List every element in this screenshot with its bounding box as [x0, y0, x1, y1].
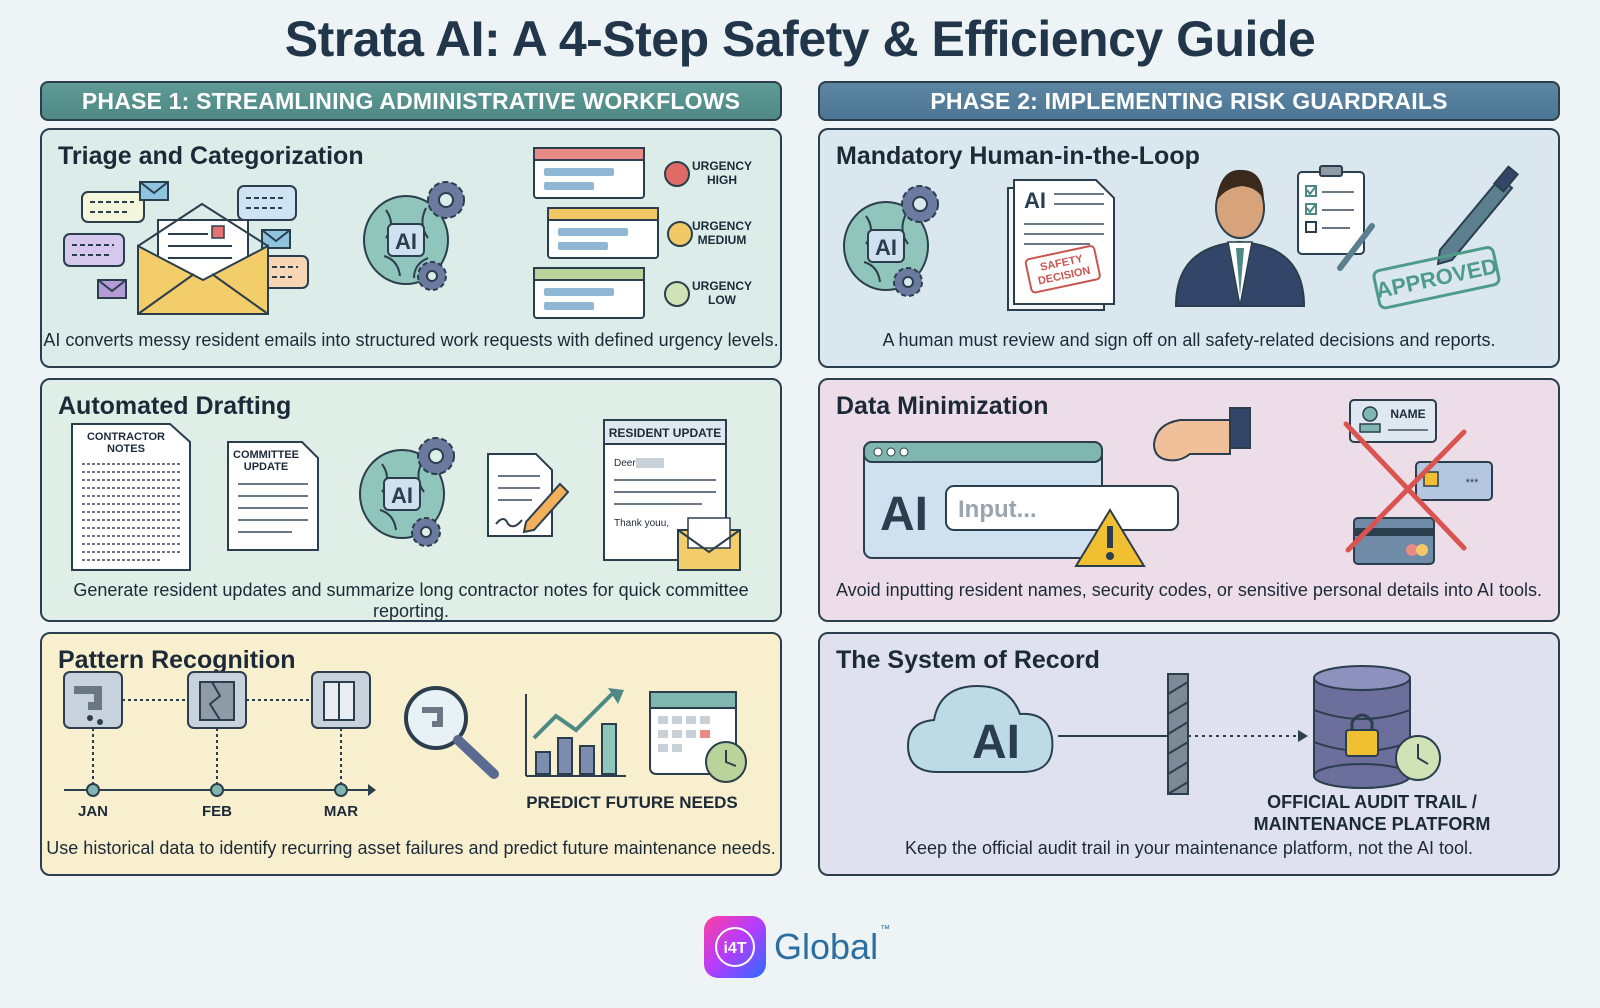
minimization-panel: Data Minimization AI Input... NAME	[818, 378, 1560, 622]
phase-2-header: PHASE 2: IMPLEMENTING RISK GUARDRAILS	[818, 81, 1560, 121]
urgency-high-card: URGENCY HIGH	[533, 147, 752, 199]
urgency-medium-card: URGENCY MEDIUM	[547, 207, 752, 259]
urgency-high-label-1: URGENCY	[692, 159, 752, 173]
ai-brain-icon: AI	[359, 437, 455, 547]
platform-label-2: MAINTENANCE PLATFORM	[1254, 814, 1491, 834]
human-loop-illustration: AI AI SAFETY DECISION	[843, 165, 1520, 311]
warning-icon	[1074, 508, 1146, 567]
drafting-caption: Generate resident updates and summarize …	[73, 580, 749, 621]
human-loop-panel: Mandatory Human-in-the-Loop AI AI SAFETY	[818, 128, 1560, 368]
triage-illustration: AI URGENCY HIGH URGENCY MEDIUM	[63, 147, 752, 319]
predict-future-needs-label: PREDICT FUTURE NEEDS	[526, 793, 738, 812]
approved-stamp: APPROVED	[1372, 246, 1501, 310]
urgency-high-label-2: HIGH	[707, 173, 737, 187]
logo-mark-text: i4T	[723, 940, 746, 957]
trend-chart-icon	[525, 688, 626, 777]
svg-text:***: ***	[1466, 477, 1480, 489]
triage-panel: Triage and Categorization	[40, 128, 782, 368]
drafting-illustration: CONTRACTOR NOTES COMMITTEE UPDATE	[71, 419, 741, 571]
record-illustration: AI OFFICIAL AUDIT TRAIL / MAINTENANCE PL…	[906, 665, 1491, 834]
urgency-low-card: URGENCY LOW	[533, 267, 752, 319]
triage-caption: AI converts messy resident emails into s…	[43, 330, 779, 350]
page-title: Strata AI: A 4-Step Safety & Efficiency …	[284, 11, 1316, 67]
contractor-notes-label-1: CONTRACTOR	[87, 431, 165, 443]
input-placeholder: Input...	[958, 496, 1037, 523]
committee-update-label-1: COMMITTEE	[233, 449, 299, 461]
logo-name: Global	[774, 926, 879, 967]
reviewer-person-icon	[1174, 169, 1306, 307]
minimization-title: Data Minimization	[836, 392, 1049, 420]
timeline-month-jan: JAN	[78, 803, 108, 820]
prohibited-cross-icon	[1343, 421, 1467, 553]
pattern-title: Pattern Recognition	[58, 646, 296, 674]
name-id-card-icon: NAME	[1349, 399, 1437, 443]
checklist-clipboard-icon	[1297, 165, 1375, 271]
human-loop-title: Mandatory Human-in-the-Loop	[836, 142, 1200, 170]
resident-update-greeting: Deer	[614, 458, 636, 469]
signing-document-icon	[487, 453, 570, 537]
minimization-ai-label: AI	[880, 488, 928, 541]
drafting-title: Automated Drafting	[58, 392, 292, 420]
urgency-medium-label-2: MEDIUM	[698, 233, 747, 247]
calendar-icon	[649, 691, 747, 783]
pen-icon	[1436, 165, 1520, 266]
resident-update-label: RESIDENT UPDATE	[609, 426, 721, 440]
drafting-panel: Automated Drafting CONTRACTOR NOTES COMM…	[40, 378, 782, 622]
committee-update-document-icon: COMMITTEE UPDATE	[227, 441, 319, 551]
magnifier-icon	[404, 686, 499, 779]
ai-brain-icon: AI	[363, 181, 465, 291]
envelope-icon	[137, 202, 269, 315]
record-caption: Keep the official audit trail in your ma…	[904, 838, 1473, 858]
human-loop-caption: A human must review and sign off on all …	[882, 330, 1496, 350]
record-panel: The System of Record AI OFFICIA	[818, 632, 1560, 876]
platform-label-1: OFFICIAL AUDIT TRAIL /	[1267, 792, 1477, 812]
pattern-caption: Use historical data to identify recurrin…	[46, 838, 776, 858]
cracked-wall-icon	[187, 671, 247, 729]
timeline-axis: JAN FEB MAR	[64, 783, 376, 820]
urgency-low-label-1: URGENCY	[692, 279, 752, 293]
ai-brain-icon: AI	[843, 185, 939, 297]
hand-icon	[1152, 407, 1251, 462]
safety-decision-document-icon: AI SAFETY DECISION	[1007, 179, 1115, 311]
urgency-medium-label-1: URGENCY	[692, 219, 752, 233]
triage-title: Triage and Categorization	[58, 142, 364, 170]
company-logo: i4T Global ™	[704, 914, 890, 980]
contractor-notes-label-2: NOTES	[107, 443, 145, 455]
cloud-ai-label: AI	[972, 716, 1020, 769]
elevator-icon	[311, 671, 371, 729]
name-card-label: NAME	[1390, 407, 1425, 421]
record-title: The System of Record	[836, 646, 1100, 674]
document-ai-label: AI	[1024, 188, 1046, 213]
minimization-caption: Avoid inputting resident names, security…	[835, 580, 1543, 600]
drafting-ai-label: AI	[391, 483, 413, 508]
urgency-low-label-2: LOW	[708, 293, 737, 307]
chat-bubbles-icon	[63, 181, 309, 299]
timeline-month-mar: MAR	[324, 803, 358, 820]
logo-trademark: ™	[880, 923, 891, 935]
credit-card-icon	[1353, 517, 1435, 565]
leaking-pipe-icon	[63, 671, 123, 729]
phase-1-header: PHASE 1: STREAMLINING ADMINISTRATIVE WOR…	[40, 81, 782, 121]
resident-update-document-icon: RESIDENT UPDATE Deer Thank youu,	[603, 419, 741, 571]
human-loop-ai-label: AI	[875, 235, 897, 260]
cloud-ai-icon: AI	[906, 684, 1054, 773]
pattern-panel: Pattern Recognition JAN FEB	[40, 632, 782, 876]
logo-mark-icon: i4T	[704, 916, 766, 978]
contractor-notes-document-icon: CONTRACTOR NOTES	[71, 423, 191, 571]
timeline-month-feb: FEB	[202, 803, 232, 820]
minimization-illustration: AI Input... NAME ***	[863, 399, 1493, 567]
triage-ai-label: AI	[395, 229, 417, 254]
pattern-illustration: JAN FEB MAR	[63, 671, 747, 820]
ai-input-field: Input...	[945, 485, 1179, 531]
committee-update-label-2: UPDATE	[244, 461, 288, 473]
barrier-wall-icon	[1167, 673, 1189, 795]
resident-update-signoff: Thank youu,	[614, 518, 669, 529]
database-lock-icon	[1313, 665, 1441, 789]
